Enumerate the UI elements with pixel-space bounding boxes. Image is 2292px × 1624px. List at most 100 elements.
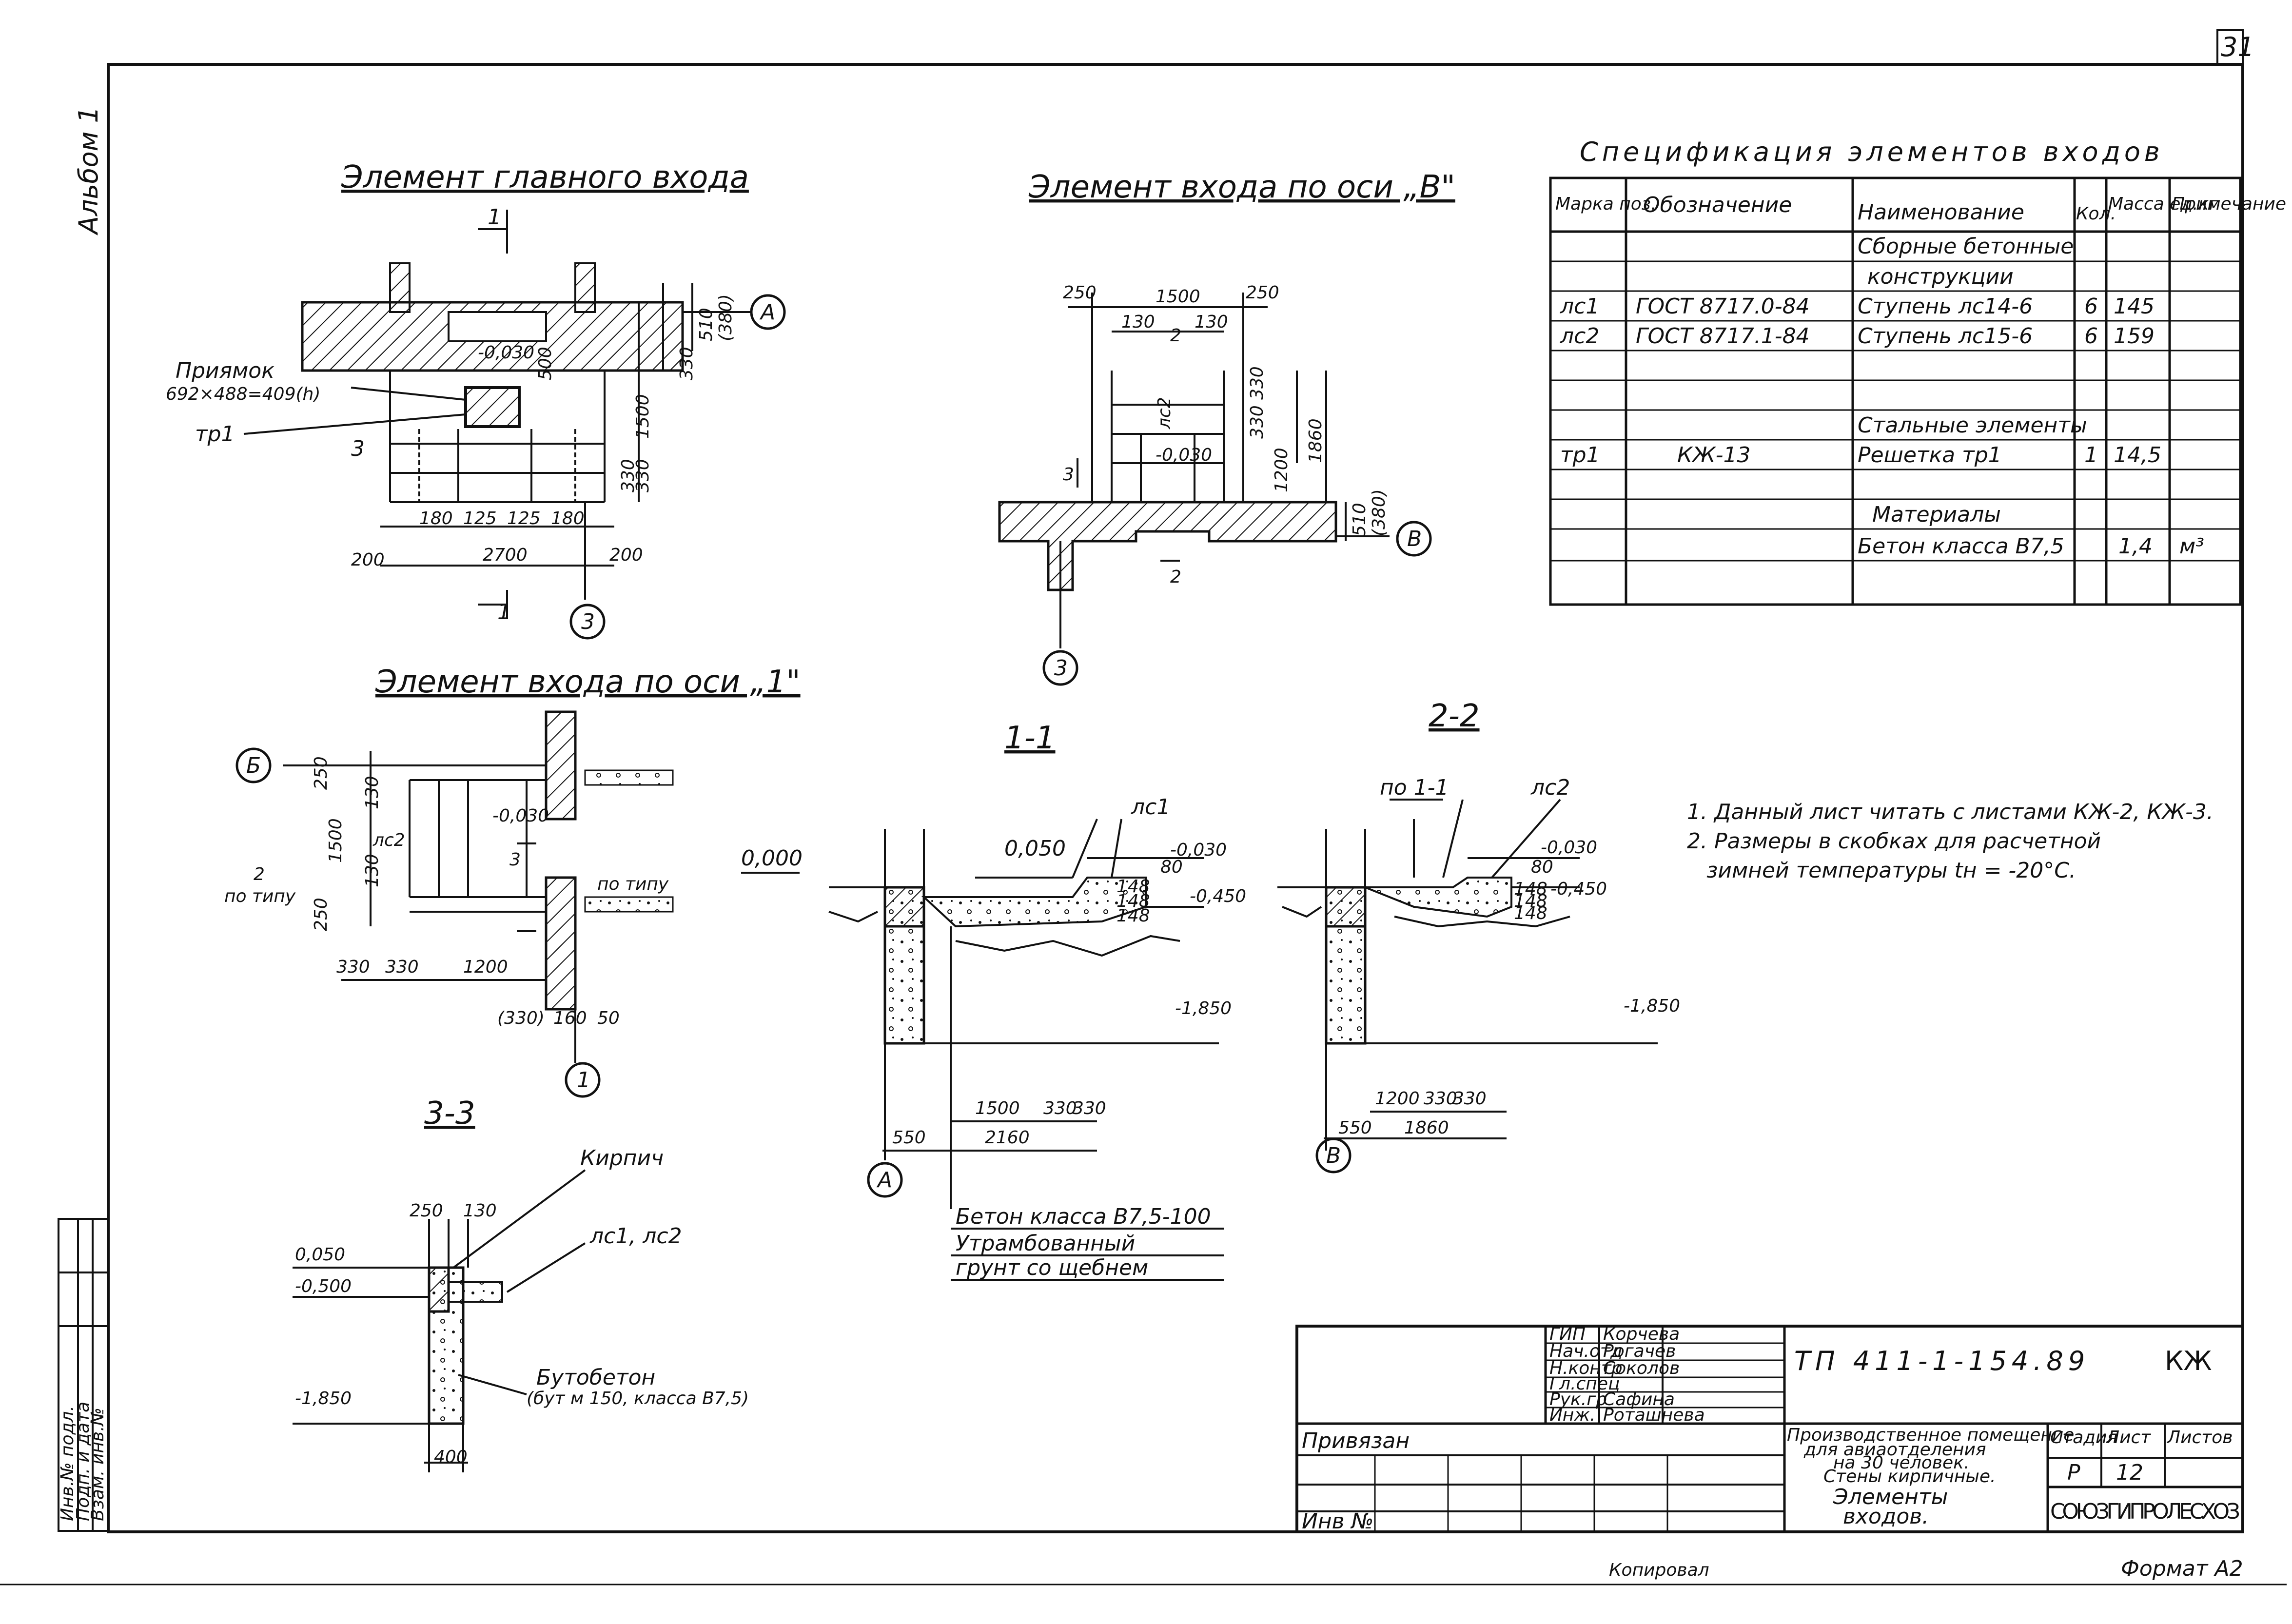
- sec11-elev50: 0,050: [1004, 836, 1066, 861]
- tb-bound: Привязан: [1302, 1428, 1410, 1453]
- spec-header-mark: Марка поз.: [1555, 194, 1656, 214]
- main-grate-note-2: 692×488=409(h): [166, 384, 320, 404]
- sec22-elev30: -0,030: [1541, 838, 1597, 858]
- axis-1-dim-1: 130: [362, 776, 382, 809]
- sec22-elev1850: -1,850: [1624, 996, 1680, 1016]
- strip-label-2: Взам. инв.№: [88, 1408, 108, 1521]
- sec22-dim-8: 148: [1514, 903, 1548, 923]
- tb-role-0: ГИП: [1549, 1324, 1586, 1344]
- sec11-axis-a: А: [876, 1168, 892, 1193]
- axis-1-po-tipu: по типу: [224, 886, 296, 906]
- view-main-entrance: Элемент главного входа: [166, 159, 786, 640]
- page-number: 31: [2221, 32, 2254, 62]
- spec-r2-mark: лс1: [1560, 294, 1599, 319]
- axis-v-dim-5: 330: [1247, 366, 1267, 400]
- spec-r8-mass: 1,4: [2118, 534, 2153, 559]
- spec-r2-code: ГОСТ 8717.0-84: [1636, 294, 1810, 319]
- main-dim-9: (380): [716, 294, 736, 341]
- axis-1-elev: -0,030: [492, 806, 549, 826]
- axis-1-ls2: лс2: [372, 830, 405, 850]
- main-dim-10: 330: [677, 347, 697, 380]
- tb-role-1: Нач.отд: [1549, 1341, 1623, 1361]
- main-grate-note-1: Приямок: [176, 358, 274, 383]
- sec11-elev30: -0,030: [1170, 840, 1227, 860]
- section-3-3: 3-3 Кирпич лс1, лс2 Бутобетон (бут м 150…: [293, 1096, 749, 1472]
- axis-1-dim-7: 1200: [463, 957, 508, 977]
- sec22-ls2: лс2: [1530, 775, 1570, 800]
- spec-header-mass: Масса ед.кг: [2108, 194, 2218, 214]
- spec-table: Спецификация элементов входов Марка поз.…: [1549, 137, 2286, 606]
- sec11-dim-6: 148: [1117, 877, 1150, 897]
- axis-v-dim-1: 1500: [1156, 287, 1200, 307]
- approval-strip: [58, 1218, 109, 1532]
- main-dim-7: 1500: [633, 394, 653, 439]
- sec33-dim-1: 130: [463, 1201, 497, 1221]
- note-2: 2. Размеры в скобках для расчетной: [1687, 829, 2101, 854]
- tb-role-2: Н.контр: [1549, 1358, 1623, 1378]
- sec33-elev500: -0,500: [295, 1276, 352, 1296]
- axis-v-section-3: 3: [1063, 465, 1074, 485]
- main-axis-3: 3: [581, 609, 595, 634]
- main-dim-5: 125: [507, 509, 541, 528]
- spec-header-note: Примечание: [2172, 194, 2286, 214]
- tb-name-4: Сафина: [1603, 1389, 1675, 1409]
- main-elev: -0,030: [478, 343, 534, 363]
- sec11-dim-8: 148: [1117, 906, 1150, 926]
- note-3: зимней температуры tн = -20°С.: [1706, 858, 2076, 883]
- title-block: [1295, 1325, 2244, 1533]
- sec33-title: 3-3: [424, 1096, 475, 1132]
- axis-v-title: Элемент входа по оси „В": [1028, 169, 1455, 205]
- tb-desc-1: Производственное помещение: [1787, 1425, 2074, 1445]
- tb-mark: КЖ: [2165, 1346, 2212, 1376]
- spec-r6-code: КЖ-13: [1677, 443, 1751, 468]
- view-entrance-axis-v: Элемент входа по оси „В" В: [998, 169, 1455, 686]
- spec-r3-mark: лс2: [1560, 324, 1599, 349]
- axis-1-dim-8: (330): [497, 1008, 545, 1028]
- tb-name-5: Роташнева: [1603, 1405, 1705, 1425]
- axis-1-dim-6: 330: [385, 957, 419, 977]
- tb-name-0: Корчева: [1603, 1324, 1680, 1344]
- spec-header-code: Обозначение: [1643, 193, 1792, 217]
- axis-v-elev: -0,030: [1156, 445, 1212, 465]
- axis-1-dim-3: 130: [362, 854, 382, 887]
- sec33-elev1850: -1,850: [295, 1389, 352, 1409]
- sec11-elev1850: -1,850: [1175, 998, 1232, 1018]
- spec-r0-name: Сборные бетонные: [1858, 234, 2074, 259]
- main-mark-tr1: тр1: [195, 422, 235, 447]
- spec-r5-name: Стальные элементы: [1858, 413, 2087, 438]
- sec22-dim-2: 330: [1453, 1089, 1487, 1109]
- spec-r2-mass: 145: [2114, 294, 2155, 319]
- sheet-frame: [0, 29, 2287, 1585]
- main-dim-6: 180: [551, 509, 585, 528]
- main-section-1-bottom: 1: [497, 600, 511, 625]
- sec22-dim-1: 330: [1424, 1089, 1457, 1109]
- tb-name-2: Соколов: [1603, 1358, 1680, 1378]
- tb-sheet-no: 12: [2116, 1460, 2143, 1485]
- format-label: Формат А2: [2121, 1556, 2243, 1581]
- sec33-elev50: 0,050: [295, 1245, 345, 1265]
- sec33-dim-0: 250: [410, 1201, 443, 1221]
- sec11-dim-5: 80: [1160, 857, 1183, 877]
- axis-v-section-2: 2: [1170, 326, 1181, 346]
- strip-label-1: Подп. и дата: [73, 1402, 93, 1521]
- axis-v-section-2b: 2: [1170, 567, 1181, 587]
- axis-v-dim-0: 250: [1063, 283, 1097, 303]
- tb-stage-label: Стадия: [2050, 1428, 2117, 1448]
- tb-role-4: Рук.гр: [1549, 1389, 1607, 1409]
- axis-1-dim-4: 250: [311, 898, 331, 931]
- axis-1-section-2: 2: [254, 864, 265, 884]
- spec-r2-name: Ступень лс14-6: [1858, 294, 2033, 319]
- tb-title-2: входов.: [1843, 1504, 1929, 1529]
- sec33-brick: Кирпич: [580, 1146, 664, 1171]
- axis-v-axis-3: 3: [1054, 656, 1068, 681]
- main-dim-3: 180: [419, 509, 453, 528]
- sec22-dim-5: 80: [1531, 857, 1553, 877]
- axis-1-dim-9: 160: [553, 1008, 587, 1028]
- main-dim-11: 330: [633, 459, 653, 492]
- tb-stage: Р: [2067, 1460, 2080, 1485]
- section-1-1: 1-1 А лс1 0,000 0,050: [741, 720, 1246, 1281]
- axis-v-dim-4: 130: [1195, 312, 1228, 332]
- main-axis-a: А: [759, 300, 775, 325]
- main-section-3: 3: [351, 436, 365, 461]
